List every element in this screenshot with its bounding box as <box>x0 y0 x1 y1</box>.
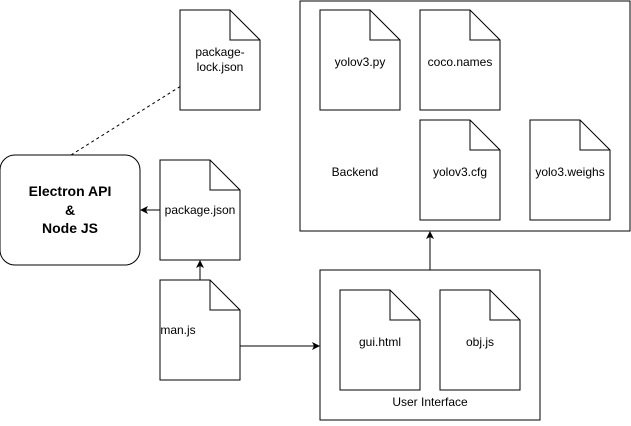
yolov3-cfg-label: yolov3.cfg <box>433 165 487 179</box>
man-js-label: man.js <box>160 323 195 337</box>
electron-api-label: Electron API <box>29 183 112 199</box>
backend-label: Backend <box>332 165 379 179</box>
package-lock-label-line2: lock.json <box>197 60 244 74</box>
package-lock-label-line1: package- <box>195 45 244 59</box>
file-package-lock-json: package- lock.json <box>179 9 261 111</box>
yolo3-weighs-label: yolo3.weighs <box>535 165 604 179</box>
user-interface-label: User Interface <box>392 395 468 409</box>
dashed-link-electron-package-lock <box>70 85 182 156</box>
ampersand-label: & <box>65 202 75 218</box>
node-js-label: Node JS <box>42 220 98 236</box>
file-coco-names: coco.names <box>419 9 501 111</box>
file-yolov3-py: yolov3.py <box>319 9 401 111</box>
file-yolo3-weighs: yolo3.weighs <box>529 119 611 221</box>
yolov3-py-label: yolov3.py <box>335 55 386 69</box>
file-man-js: man.js <box>159 279 241 381</box>
file-package-json: package.json <box>159 159 241 261</box>
coco-names-label: coco.names <box>428 55 493 69</box>
gui-html-label: gui.html <box>359 335 401 349</box>
file-obj-js: obj.js <box>439 289 521 391</box>
obj-js-label: obj.js <box>466 335 494 349</box>
file-yolov3-cfg: yolov3.cfg <box>419 119 501 221</box>
file-gui-html: gui.html <box>339 289 421 391</box>
package-json-label: package.json <box>165 203 236 217</box>
